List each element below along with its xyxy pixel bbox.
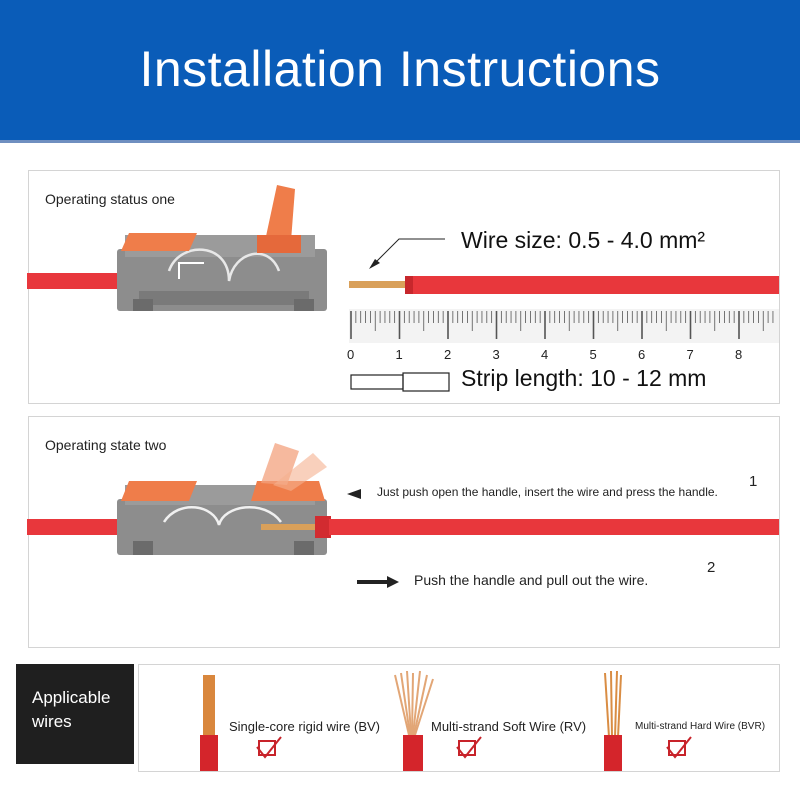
ruler-tick-marks [350, 311, 774, 339]
applicable-wires-panel: Single-core rigid wire (BV) Multi-strand… [138, 664, 780, 772]
connector-illustration-one [27, 185, 779, 392]
connector-illustration-two [27, 443, 779, 588]
badge-line2: wires [32, 712, 72, 731]
ruler-tick-label: 0 [347, 347, 355, 362]
page-title: Installation Instructions [139, 41, 661, 97]
step1-instruction: Just push open the handle, insert the wi… [377, 485, 718, 499]
ruler-tick-label: 6 [638, 347, 646, 362]
ruler-tick-label: 2 [444, 347, 452, 362]
wire-type-label-bv: Single-core rigid wire (BV) [229, 719, 380, 734]
ruler-tick-label: 7 [686, 347, 694, 362]
step2-instruction: Push the handle and pull out the wire. [414, 572, 649, 588]
wire-size-text: Wire size: 0.5 - 4.0 mm² [461, 227, 706, 253]
badge-line1: Applicable [32, 688, 111, 707]
ruler-tick-label: 4 [541, 347, 549, 362]
step2-number: 2 [707, 559, 716, 576]
ruler-tick-label: 3 [492, 347, 500, 362]
panel2-label: Operating state two [45, 437, 167, 453]
step1-number: 1 [749, 473, 758, 490]
panel1-label: Operating status one [45, 191, 175, 207]
ruler-tick-label: 1 [395, 347, 403, 362]
applicable-wires-badge: Applicable wires [16, 664, 134, 764]
panel-operating-status-one: Operating status one Wire size: 0.5 - 4. [27, 170, 780, 404]
badge-text: Applicable wires [32, 686, 132, 734]
wire-type-label-rv: Multi-strand Soft Wire (RV) [431, 719, 587, 734]
header-banner: Installation Instructions [0, 0, 800, 143]
ruler-tick-label: 5 [589, 347, 597, 362]
ruler-tick-label: 8 [735, 347, 743, 362]
check-icons [256, 736, 692, 759]
wire-type-label-bvr: Multi-strand Hard Wire (BVR) [635, 721, 766, 732]
strip-length-text: Strip length: 10 - 12 mm [461, 365, 707, 391]
panel-operating-state-two: Operating state two Just push open the h… [27, 416, 780, 648]
wire-types-illustration [200, 670, 692, 771]
